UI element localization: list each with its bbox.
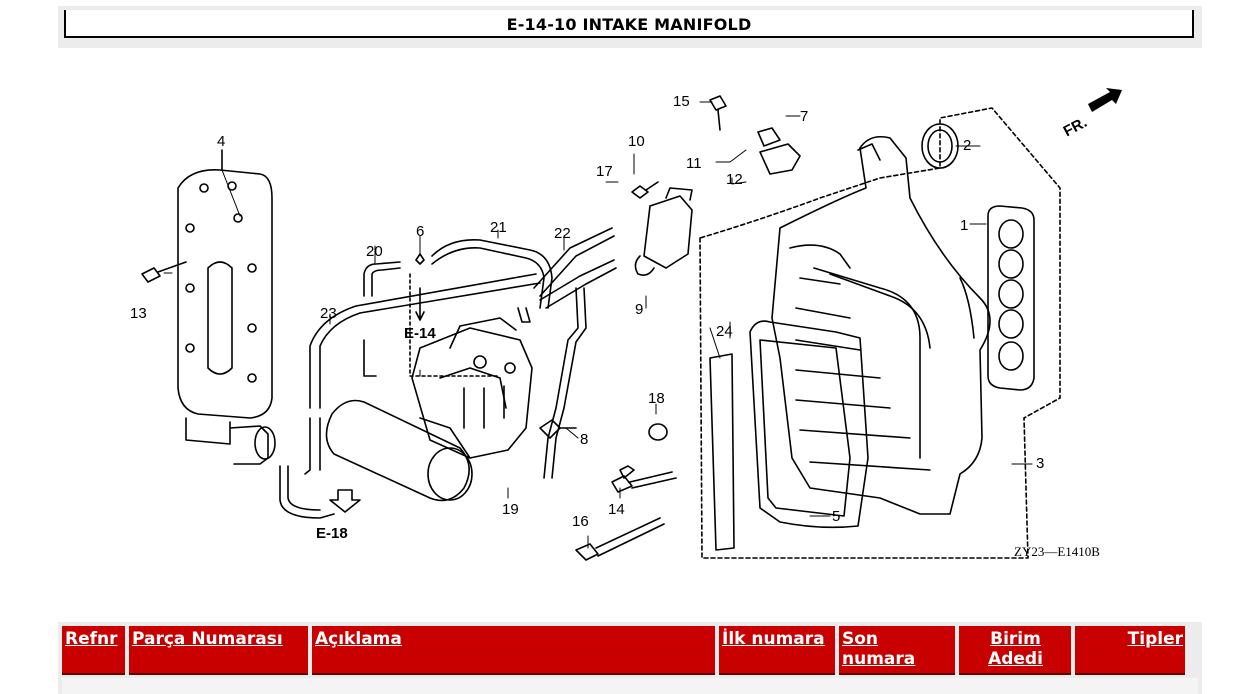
callout-6: 6 [416, 223, 424, 240]
title-box: E-14-10 INTAKE MANIFOLD [64, 10, 1194, 38]
callout-4: 4 [217, 133, 225, 150]
unit-qty-line-1: Birim [990, 629, 1041, 649]
col-header-types[interactable]: Tipler [1075, 626, 1185, 675]
unit-qty-line-2: Adedi [988, 649, 1043, 669]
hose-20 [363, 261, 401, 297]
callout-8: 8 [580, 431, 588, 448]
parts-table-header-row: Refnr Parça Numarası Açıklama İlk numara… [62, 626, 1185, 675]
hose-23 [319, 282, 541, 409]
col-header-description[interactable]: Açıklama [312, 626, 715, 675]
last-number-line-1: Son [842, 629, 879, 649]
sort-link-types[interactable]: Tipler [1127, 629, 1183, 649]
callout-22: 22 [554, 225, 571, 242]
callout-15: 15 [673, 93, 690, 110]
parts-diagram: FR. 2 1 3 4 5 6 7 8 9 10 11 12 13 14 15 … [120, 78, 1150, 578]
callout-9: 9 [635, 301, 643, 318]
diagram-code: ZY23—E1410B [1014, 544, 1100, 559]
callout-2: 2 [963, 137, 971, 154]
parts-diagram-svg: FR. 2 1 3 4 5 6 7 8 9 10 11 12 13 14 15 … [130, 88, 1122, 561]
sort-link-part-number[interactable]: Parça Numarası [132, 629, 283, 649]
last-number-line-2: numara [842, 649, 916, 669]
col-header-refnr[interactable]: Refnr [62, 626, 125, 675]
fr-arrow: FR. [1061, 88, 1122, 140]
col-header-part-number[interactable]: Parça Numarası [129, 626, 308, 675]
callout-18: 18 [648, 390, 665, 407]
part-4-plate [177, 169, 273, 419]
table-first-row [62, 678, 1198, 694]
callout-12: 12 [726, 171, 743, 188]
ref-e14: E-14 [404, 325, 436, 342]
parts-table: Refnr Parça Numarası Açıklama İlk numara… [58, 626, 1189, 675]
sort-link-description[interactable]: Açıklama [315, 629, 402, 649]
hose-22 [533, 227, 613, 289]
callout-23: 23 [320, 305, 337, 322]
callout-20: 20 [366, 243, 383, 260]
callout-14: 14 [608, 501, 625, 518]
col-header-first-number[interactable]: İlk numara [719, 626, 835, 675]
ref-e18: E-18 [316, 525, 348, 542]
callout-17: 17 [596, 163, 613, 180]
sort-link-refnr[interactable]: Refnr [65, 629, 118, 649]
callout-19: 19 [502, 501, 519, 518]
callout-7: 7 [800, 108, 808, 125]
callout-1: 1 [960, 217, 968, 234]
callout-16: 16 [572, 513, 589, 530]
fr-label: FR. [1061, 114, 1090, 140]
callout-13: 13 [130, 305, 147, 322]
callout-11: 11 [686, 155, 702, 172]
callout-3: 3 [1036, 455, 1044, 472]
callout-21: 21 [490, 219, 507, 236]
part-3-manifold [771, 135, 991, 515]
callout-24: 24 [716, 323, 733, 340]
page-title: E-14-10 INTAKE MANIFOLD [506, 15, 752, 34]
part-1-gasket [987, 205, 1035, 391]
callout-10: 10 [628, 133, 645, 150]
callout-5: 5 [832, 508, 840, 525]
sort-link-first-number[interactable]: İlk numara [722, 629, 825, 649]
